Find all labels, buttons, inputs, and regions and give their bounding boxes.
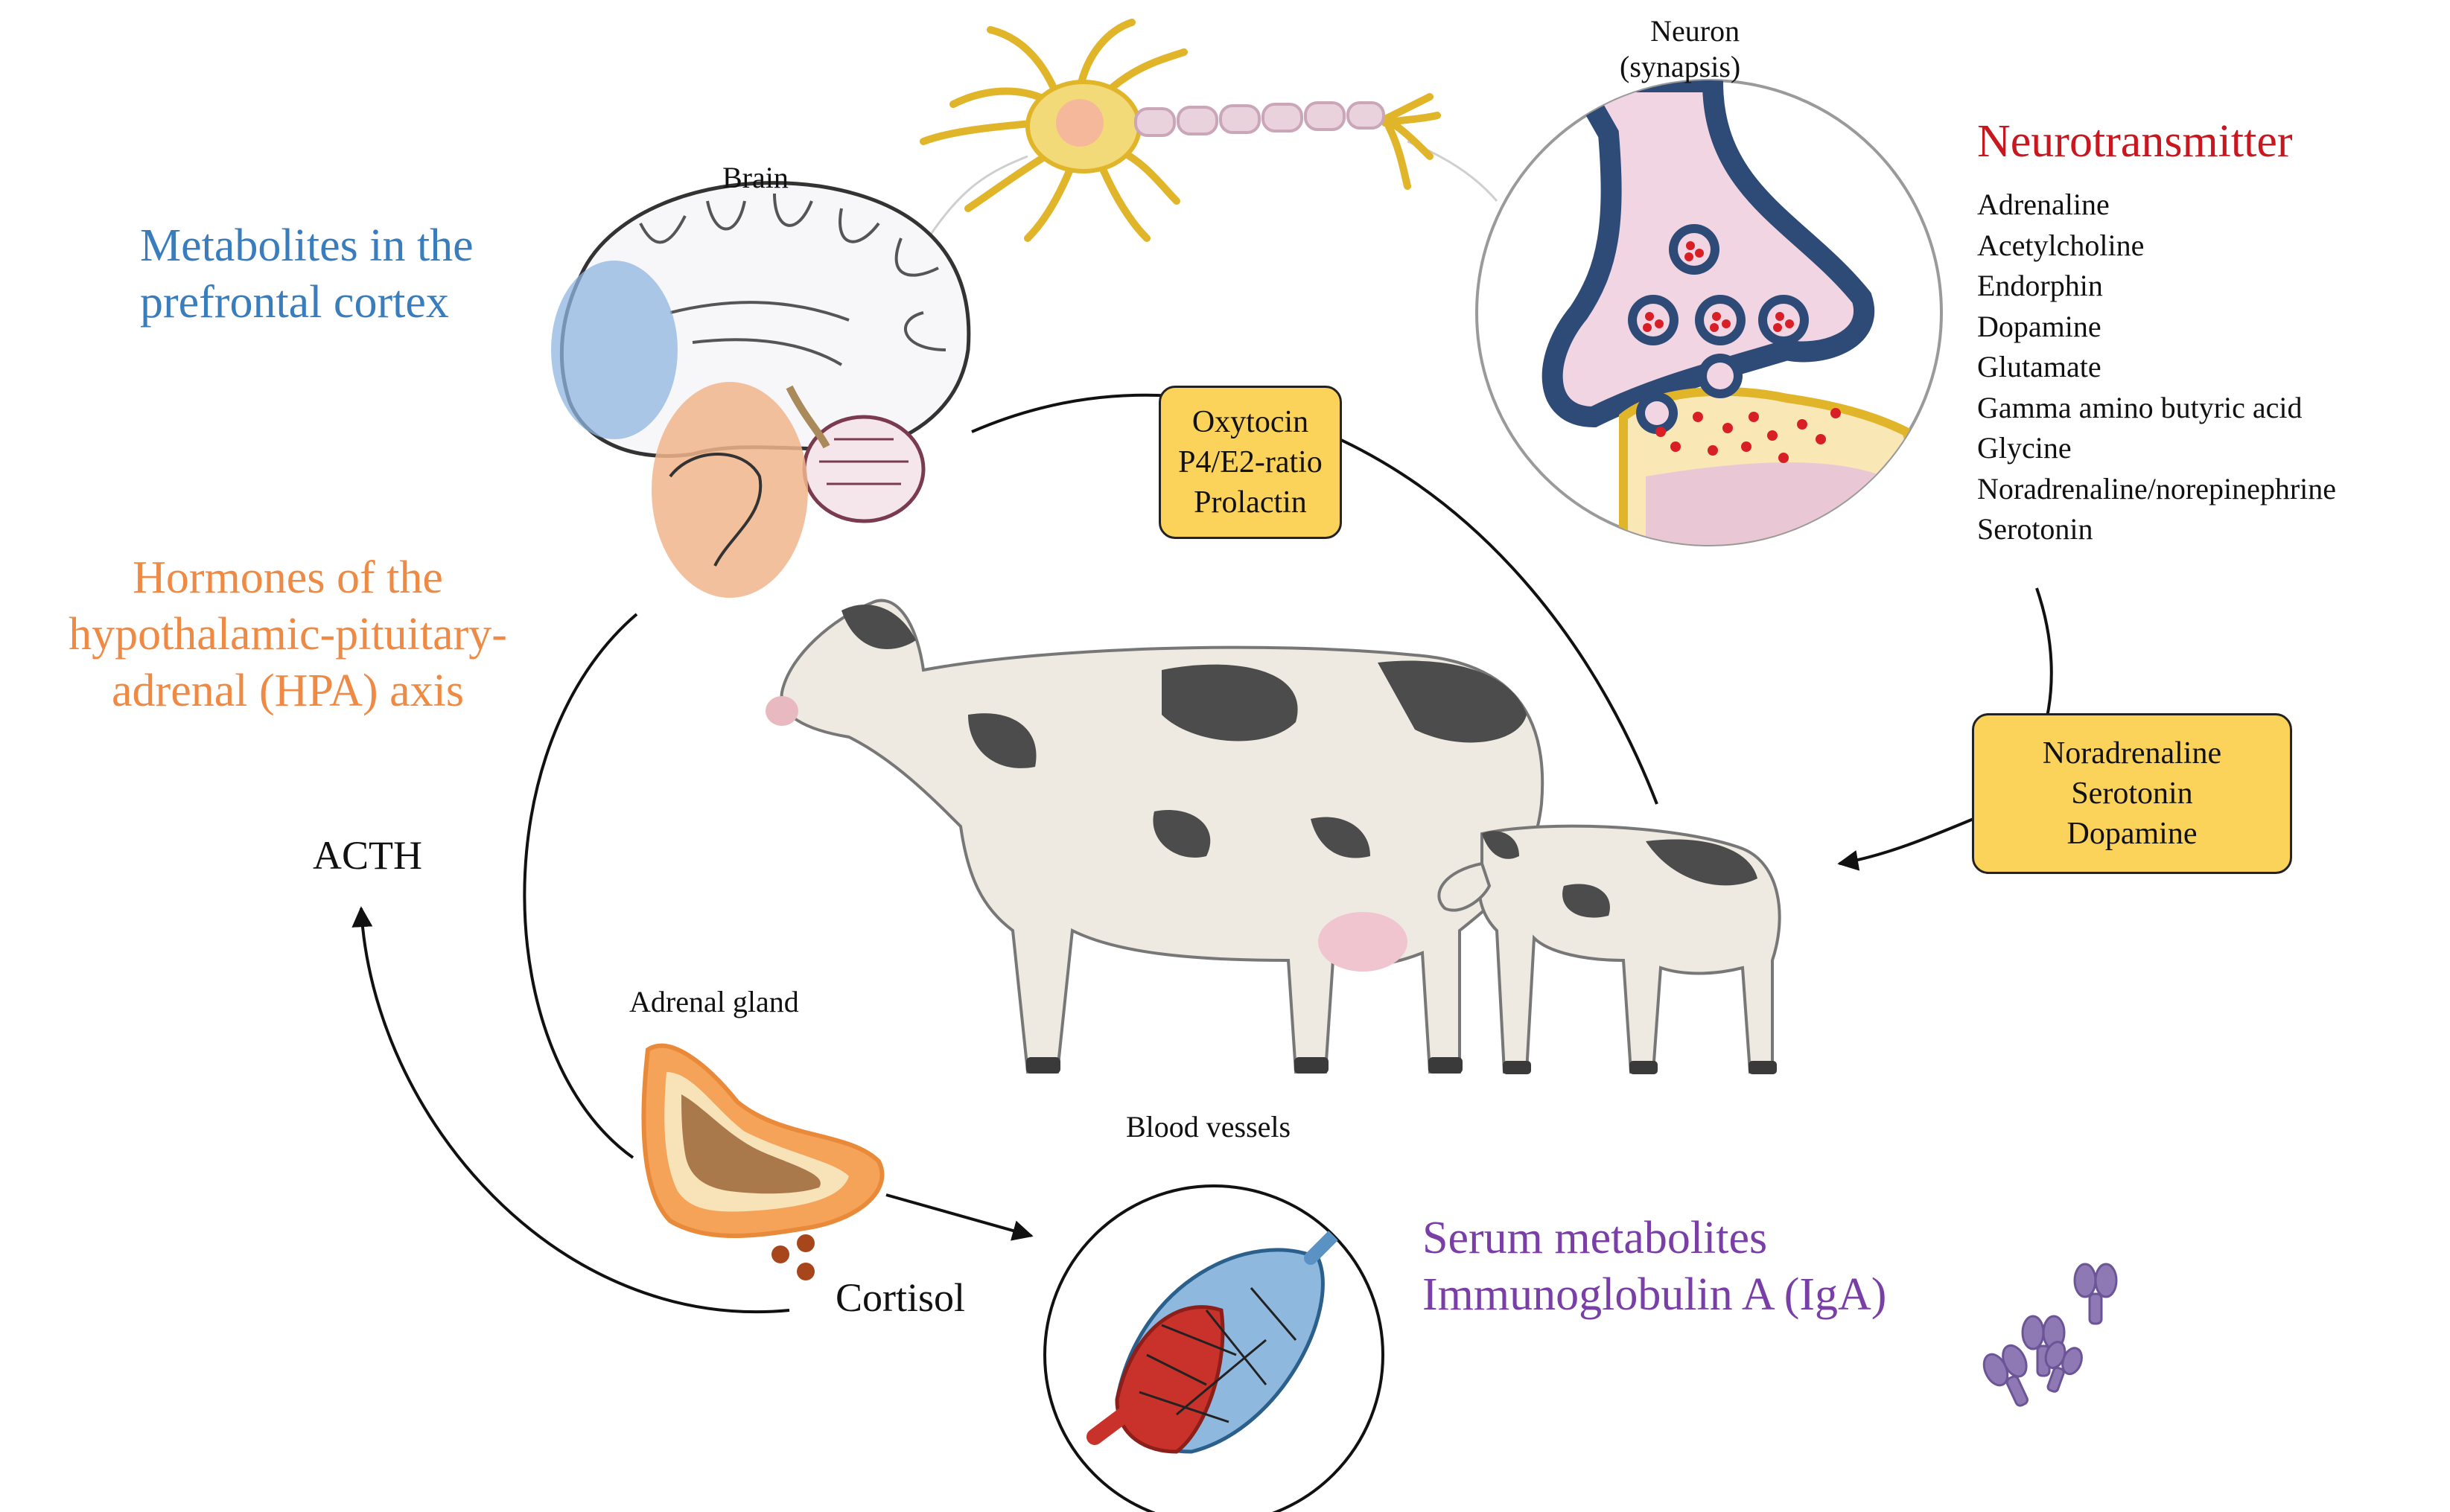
hormone-box-item: P4/E2-ratio bbox=[1178, 445, 1323, 479]
hormone-box-item: Oxytocin bbox=[1191, 405, 1309, 439]
hormone-box-item: Prolactin bbox=[1194, 485, 1307, 520]
neuron-cell-icon bbox=[920, 19, 1441, 242]
cortisol-label: Cortisol bbox=[836, 1275, 966, 1320]
hpa-line2: hypothalamic-pituitary- bbox=[69, 609, 507, 660]
list-item: Serotonin bbox=[1977, 512, 2093, 546]
list-item: Dopamine bbox=[1977, 309, 2101, 343]
neurotransmitter-list: Adrenaline Acetylcholine Endorphin Dopam… bbox=[1977, 185, 2336, 550]
neuron-label-line1: Neuron bbox=[1650, 14, 1740, 48]
list-item: Glutamate bbox=[1977, 350, 2101, 383]
prefrontal-cortex-heading: Metabolites in the prefrontal cortex bbox=[140, 217, 474, 331]
adrenal-to-blood-arrow bbox=[885, 1193, 1034, 1241]
monoamine-box: Noradrenaline Serotonin Dopamine bbox=[1972, 713, 2292, 874]
hpa-line1: Hormones of the bbox=[133, 552, 443, 603]
list-item: Glycine bbox=[1977, 431, 2072, 465]
monoamine-box-item: Noradrenaline bbox=[2042, 736, 2222, 771]
list-item: Endorphin bbox=[1977, 269, 2103, 302]
cortisol-dot bbox=[771, 1245, 789, 1263]
hpa-line3: adrenal (HPA) axis bbox=[112, 666, 464, 716]
neuron-label-line2: (synapsis) bbox=[1620, 50, 1741, 83]
cortisol-to-acth-arrow bbox=[351, 906, 790, 1313]
neuron-label: Neuron (synapsis) bbox=[1620, 13, 1740, 85]
monoamine-box-item: Serotonin bbox=[2071, 776, 2193, 811]
serum-line1: Serum metabolites bbox=[1422, 1213, 1768, 1263]
brain-to-cow-arc bbox=[971, 393, 1658, 805]
list-item: Noradrenaline/norepinephrine bbox=[1977, 471, 2337, 505]
cortisol-dot bbox=[797, 1234, 815, 1252]
neurotransmitter-heading: Neurotransmitter bbox=[1977, 116, 2293, 167]
serum-line2: Immunoglobulin A (IgA) bbox=[1422, 1269, 1887, 1320]
cortisol-dot bbox=[797, 1263, 815, 1280]
cow-illustration bbox=[766, 599, 1781, 1074]
blood-vessels-illustration bbox=[1043, 1184, 1384, 1512]
acth-label: ACTH bbox=[313, 833, 422, 878]
hpa-axis-heading: Hormones of the hypothalamic-pituitary- … bbox=[10, 549, 565, 719]
calf-illustration bbox=[1437, 824, 1781, 1074]
brain-illustration bbox=[551, 181, 971, 598]
adrenal-gland-label: Adrenal gland bbox=[629, 985, 799, 1018]
prefrontal-line2: prefrontal cortex bbox=[140, 277, 449, 328]
brain-label: Brain bbox=[722, 161, 789, 194]
adrenal-gland-illustration bbox=[641, 1043, 885, 1280]
neuron-links bbox=[922, 140, 1498, 246]
list-item: Adrenaline bbox=[1977, 188, 2110, 221]
list-item: Acetylcholine bbox=[1977, 228, 2145, 262]
blood-vessels-label: Blood vessels bbox=[1126, 1110, 1291, 1143]
hpa-arc bbox=[523, 613, 638, 1159]
synapse-illustration bbox=[1475, 79, 1943, 546]
prefrontal-line1: Metabolites in the bbox=[140, 220, 474, 271]
hormone-box: Oxytocin P4/E2-ratio Prolactin bbox=[1159, 386, 1342, 539]
list-item: Gamma amino butyric acid bbox=[1977, 390, 2303, 424]
antibody-icon bbox=[1982, 1263, 2118, 1407]
monoamine-box-item: Dopamine bbox=[2066, 817, 2198, 851]
serum-metabolites-heading: Serum metabolites Immunoglobulin A (IgA) bbox=[1422, 1210, 1886, 1323]
